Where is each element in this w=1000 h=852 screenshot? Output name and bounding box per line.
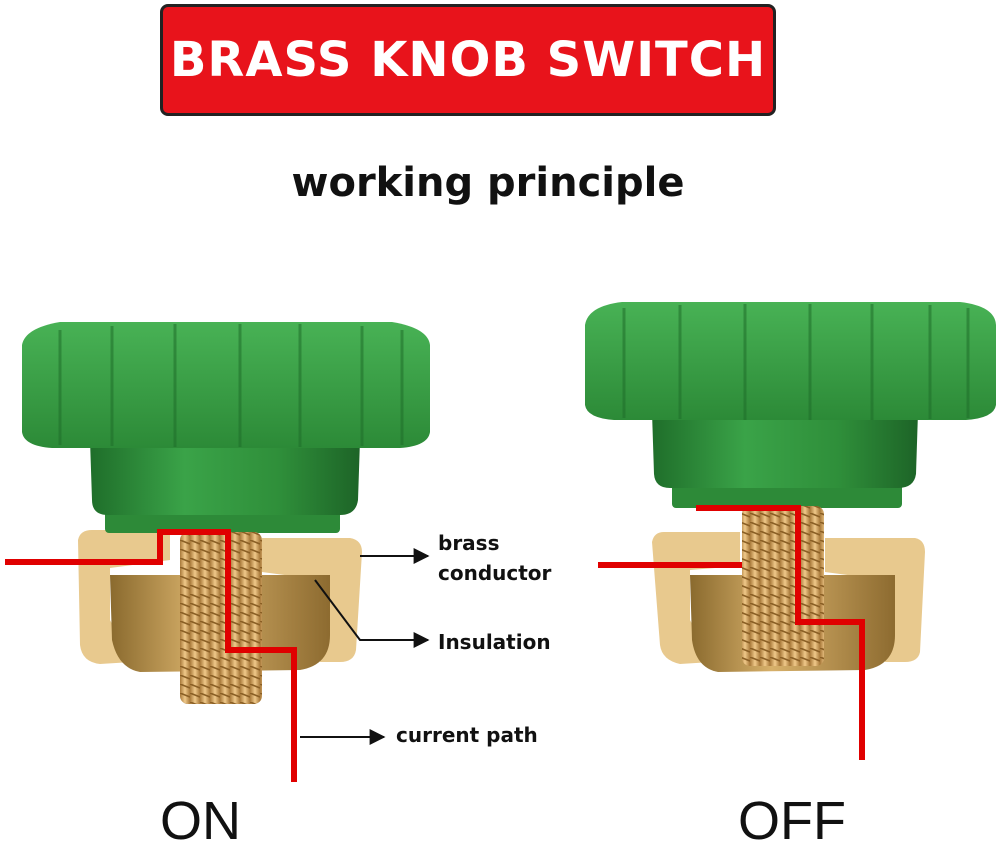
on-knob bbox=[22, 322, 430, 448]
on-switch bbox=[5, 322, 430, 782]
off-knob bbox=[585, 302, 996, 420]
on-knob-base bbox=[90, 440, 360, 515]
insulation-label: Insulation bbox=[438, 630, 551, 654]
on-screw bbox=[180, 532, 262, 704]
off-knob-base bbox=[652, 412, 918, 488]
on-state-label: ON bbox=[160, 790, 241, 852]
off-switch bbox=[585, 302, 996, 760]
current-path-label: current path bbox=[396, 723, 538, 747]
off-screw bbox=[742, 506, 824, 666]
brass-conductor-label: brass conductor bbox=[438, 528, 568, 588]
off-state-label: OFF bbox=[738, 790, 846, 852]
